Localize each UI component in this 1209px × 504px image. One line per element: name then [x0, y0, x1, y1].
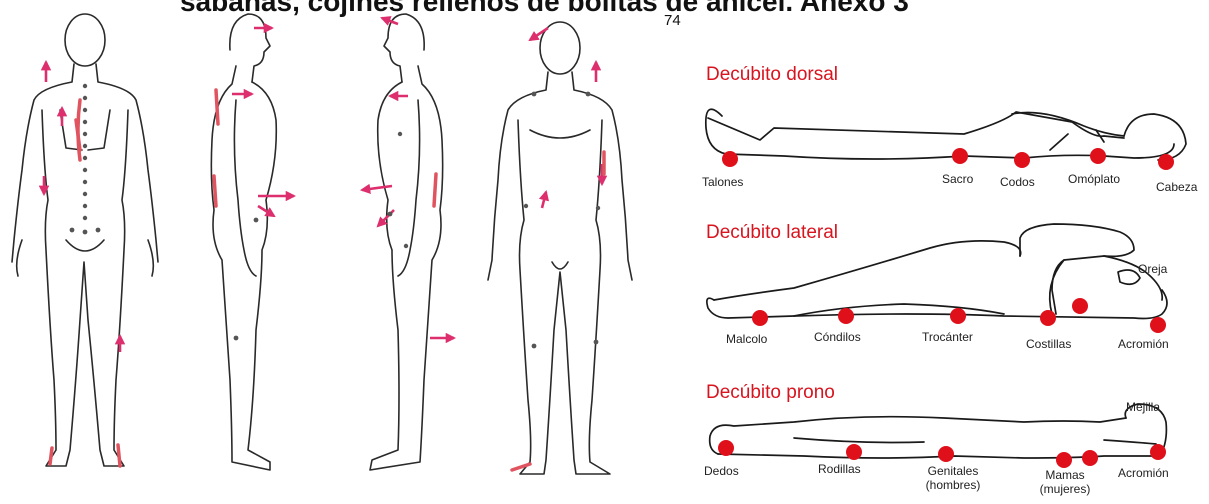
label-omoplato: Omóplato: [1068, 172, 1120, 186]
section-title-prono: Decúbito prono: [706, 382, 835, 404]
positions-panel: Decúbito dorsal: [664, 38, 1209, 504]
body-views-panel: [0, 0, 660, 504]
label-mejilla: Mejilla: [1126, 400, 1160, 414]
label-acromion-prono: Acromión: [1118, 466, 1169, 480]
body-dorsal: [706, 109, 1186, 160]
pressure-points-dorsal: [722, 148, 1174, 170]
page-number: 74: [664, 12, 681, 29]
section-title-lateral: Decúbito lateral: [706, 222, 838, 244]
spine-dots: [70, 84, 101, 235]
side-left-dots: [388, 132, 409, 248]
label-mamas-line2: (mujeres): [1030, 482, 1100, 496]
label-malcolo: Malcolo: [726, 332, 767, 346]
label-trocanter: Trocánter: [922, 330, 973, 344]
label-rodillas: Rodillas: [818, 462, 861, 476]
label-mamas-line1: Mamas: [1030, 468, 1100, 482]
figure-front-view: [488, 22, 632, 474]
label-condilos: Cóndilos: [814, 330, 861, 344]
label-genitales: Genitales (hombres): [918, 464, 988, 492]
body-prono: [710, 404, 1167, 458]
label-cabeza: Cabeza: [1156, 180, 1197, 194]
label-genitales-line1: Genitales: [918, 464, 988, 478]
figure-side-view-right: [211, 14, 276, 470]
side-right-dots: [234, 218, 259, 341]
label-oreja: Oreja: [1138, 262, 1167, 276]
positions-illustration: [664, 38, 1209, 504]
side-right-pressure-marks: [214, 90, 218, 206]
label-mamas: Mamas (mujeres): [1030, 468, 1100, 496]
label-sacro: Sacro: [942, 172, 973, 186]
label-genitales-line2: (hombres): [918, 478, 988, 492]
back-view-arrows: [44, 62, 120, 352]
figure-side-view-left: [370, 14, 443, 470]
label-codos: Codos: [1000, 175, 1035, 189]
label-dedos: Dedos: [704, 464, 739, 478]
figure-back-view: [12, 14, 158, 466]
label-costillas: Costillas: [1026, 337, 1071, 351]
label-talones: Talones: [702, 175, 743, 189]
side-left-pressure-marks: [434, 174, 436, 206]
side-left-arrows: [362, 18, 454, 338]
label-acromion-lateral: Acromión: [1118, 337, 1169, 351]
body-views-illustration: [0, 0, 660, 504]
